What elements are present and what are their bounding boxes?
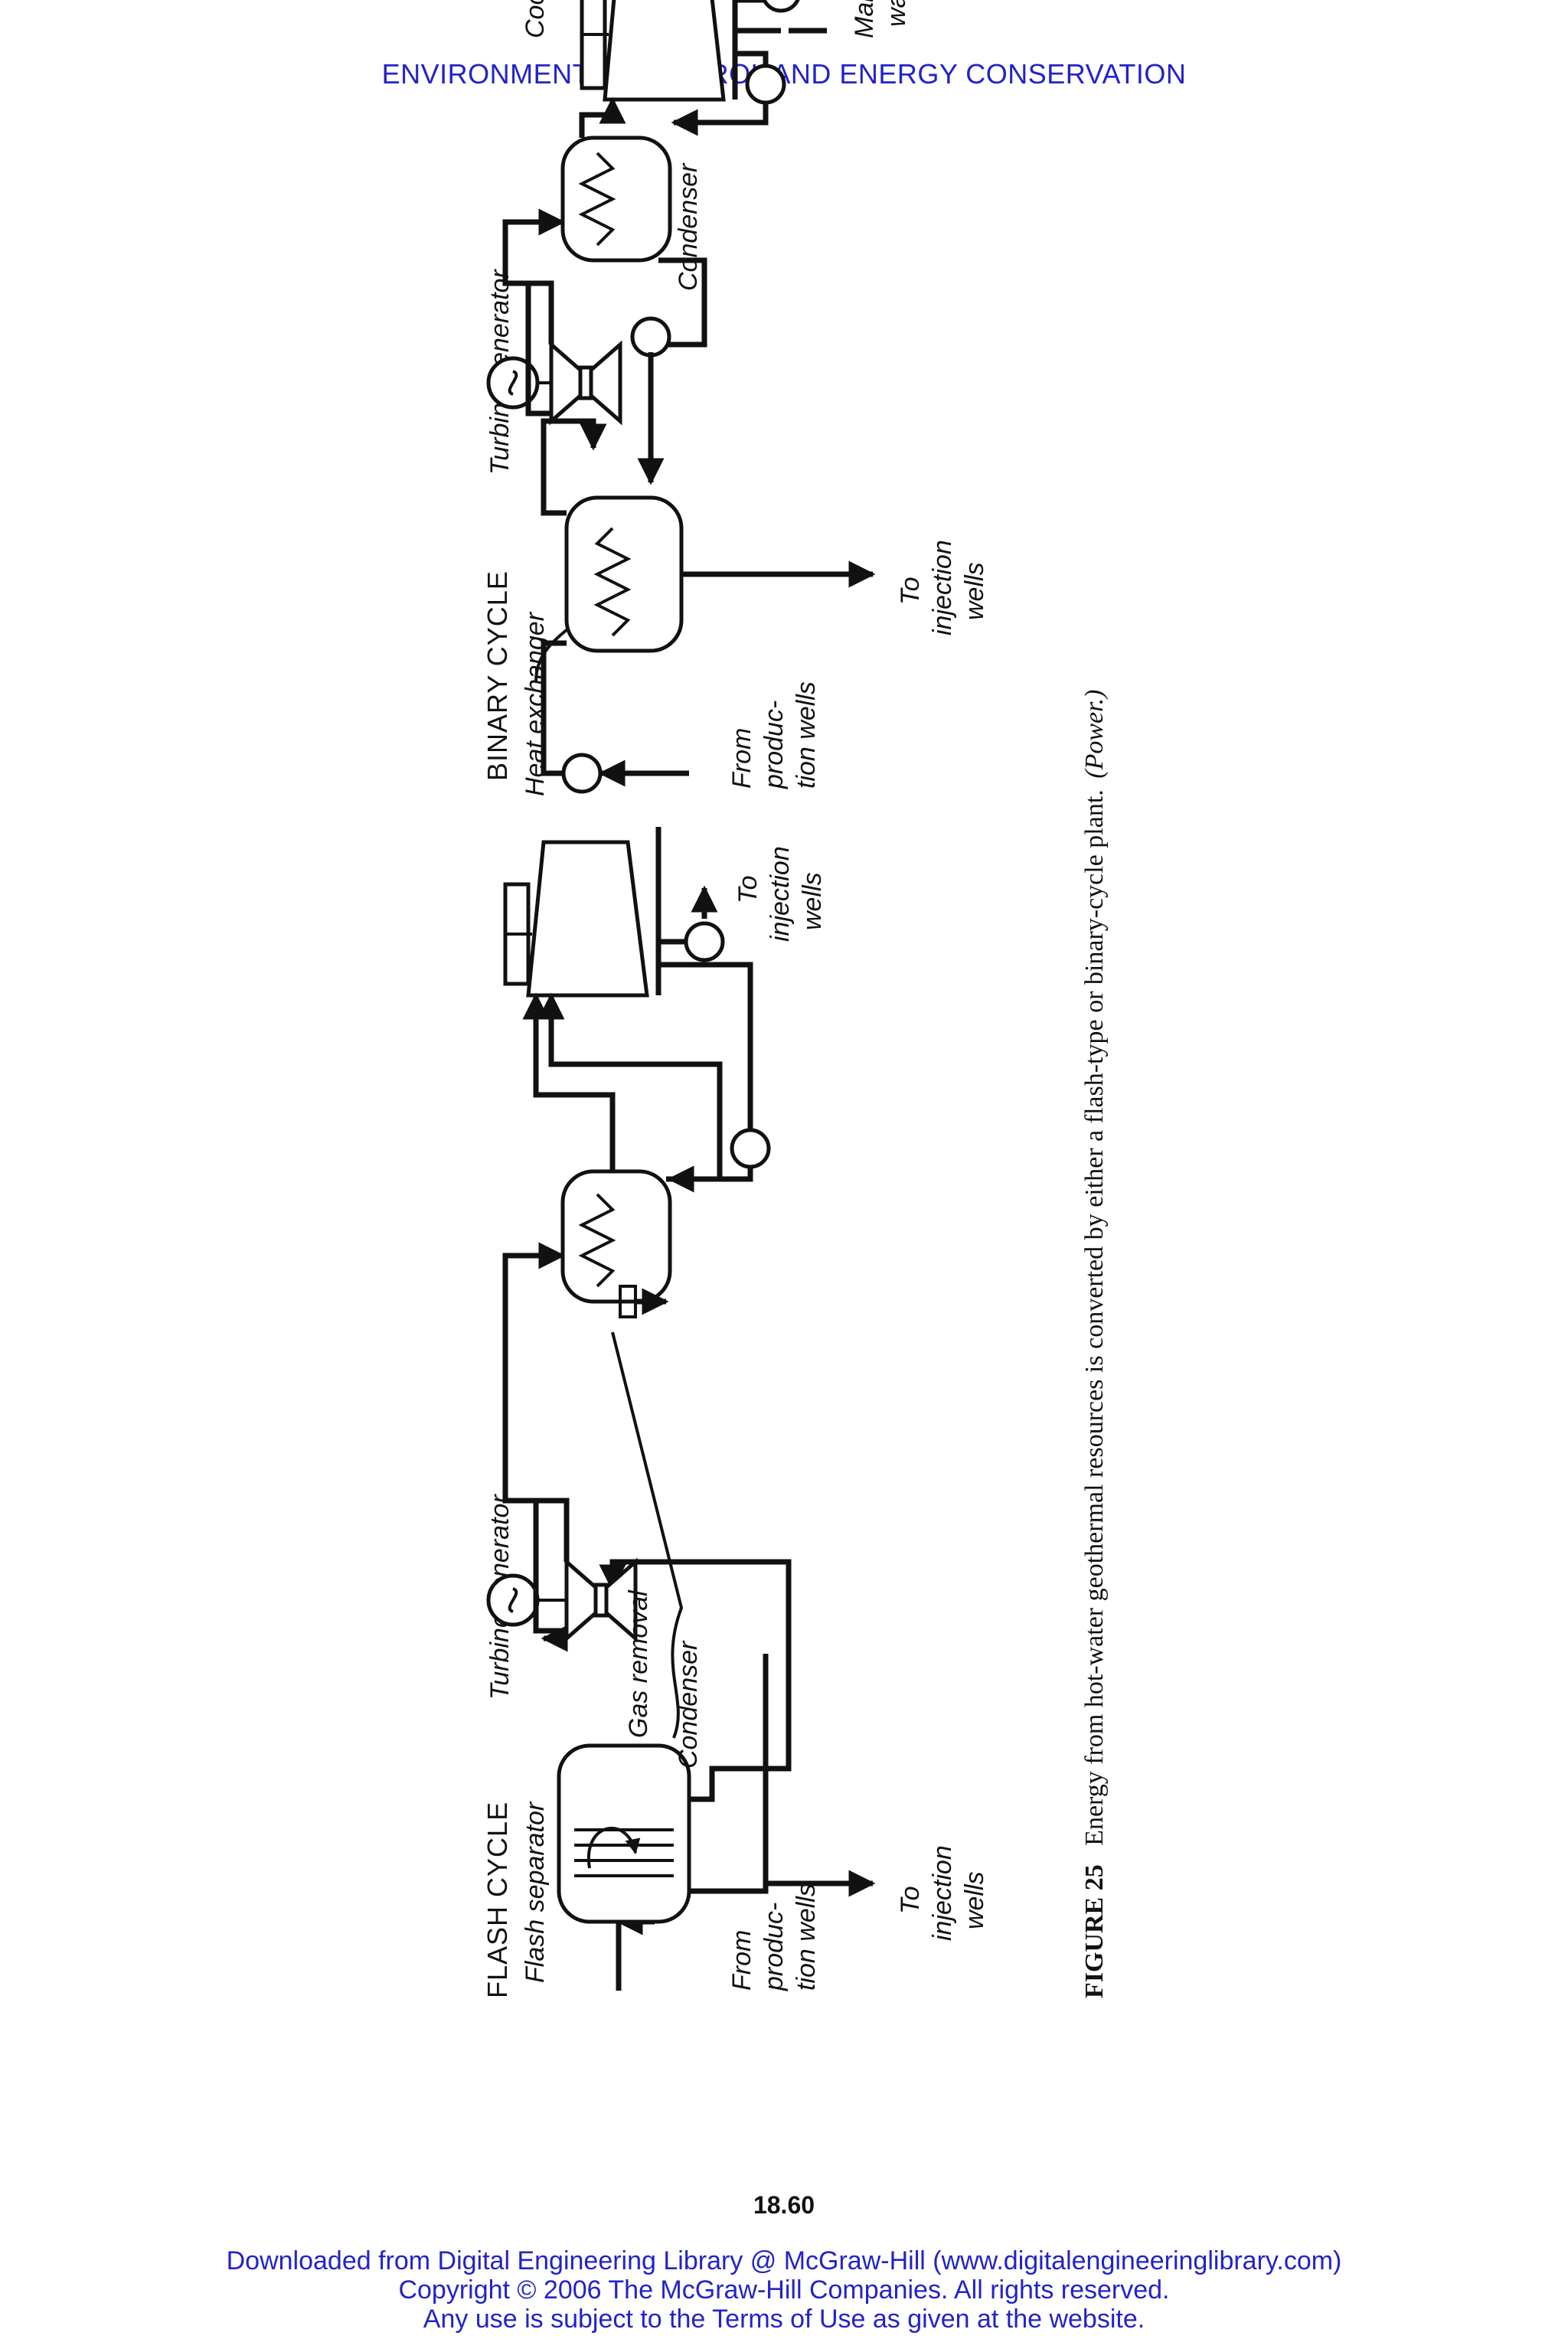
flash-to-wells-top-line2: injection	[766, 846, 795, 942]
flash-separator	[557, 1743, 691, 1924]
flash-separator-label: Flash separator	[521, 1801, 550, 1983]
figure-25: FLASH CYCLE Flash separator From produc-…	[429, 0, 1194, 2098]
flash-gas-removal-label: Gas removal	[624, 1589, 653, 1738]
flash-steam-pipe	[599, 1559, 792, 1802]
flash-condenser-vessel	[560, 1169, 672, 1304]
page-number: 18.60	[753, 2191, 815, 2219]
binary-to-wells-bottom-line2: injection	[928, 540, 957, 635]
binary-to-wells-bottom-line3: wells	[960, 562, 989, 620]
binary-condenser-to-tower	[579, 96, 626, 138]
figure-caption: FIGURE 25 Energy from hot-water geotherm…	[1080, 690, 1109, 1998]
flash-to-wells-bottom-line1: To	[896, 1886, 925, 1914]
footer-line-2: Copyright © 2006 The McGraw-Hill Compani…	[398, 2275, 1170, 2305]
heat-exchanger-vessel	[564, 495, 684, 653]
flash-tower-pump-icon	[684, 921, 725, 962]
flash-condenser	[560, 1169, 672, 1304]
binary-cooling-tower-body	[603, 0, 726, 102]
binary-tower-pump-icon	[760, 0, 802, 13]
flash-to-wells-bottom-line2: injection	[928, 1845, 957, 1941]
caption-text: Energy from hot-water geothermal resourc…	[1080, 789, 1109, 1846]
binary-to-wells-bottom-line1: To	[896, 577, 925, 605]
flash-from-wells-line3: tion wells	[792, 1883, 821, 1991]
flash-pump-icon	[730, 1128, 771, 1169]
flash-cooling-tower-body	[526, 840, 649, 998]
cooling-tower-label: Cooling tower	[521, 0, 550, 38]
heat-exchanger	[564, 495, 684, 653]
flash-injection-pipe-bottom	[689, 1654, 769, 1894]
makeup-water-line1: Makeup	[850, 0, 879, 38]
rotated-figure-frame: FLASH CYCLE Flash separator From produc-…	[482, 0, 1109, 1998]
binary-cycle: BINARY CYCLE Heat exchanger From produc-…	[482, 0, 989, 796]
flash-tower-return	[658, 962, 753, 1193]
flash-cooling-tower	[503, 827, 662, 998]
geothermal-plant-diagram: FLASH CYCLE Flash separator From produc-…	[482, 0, 1109, 1998]
binary-production-pump-icon	[561, 753, 603, 794]
binary-from-wells-line3: tion wells	[792, 681, 821, 789]
binary-condenser	[560, 136, 672, 263]
binary-cooling-tower	[580, 0, 738, 102]
binary-from-wells-line2: produc-	[760, 701, 789, 789]
makeup-water-line2: water	[882, 0, 911, 27]
footer-line-1[interactable]: Downloaded from Digital Engineering Libr…	[226, 2246, 1342, 2275]
footer-line-3: Any use is subject to the Terms of Use a…	[423, 2305, 1145, 2334]
flash-turbine	[486, 1557, 638, 1643]
flash-to-wells-top-line1: To	[733, 875, 763, 903]
flash-from-wells-line2: produc-	[760, 1903, 789, 1991]
flash-to-wells-bottom-line3: wells	[960, 1871, 989, 1929]
gas-removal-valve-icon	[605, 1285, 637, 1318]
flash-exhaust-pipe	[502, 1242, 566, 1504]
binary-vapor-pipe	[541, 418, 607, 516]
caption-source: (Power.)	[1080, 690, 1109, 779]
flash-condenser-to-tower	[522, 992, 616, 1171]
binary-condenser-vessel	[560, 136, 672, 263]
binary-cycle-title: BINARY CYCLE	[482, 570, 513, 781]
flash-from-wells-line1: From	[727, 1930, 756, 1991]
binary-feed-pump-icon	[630, 316, 671, 358]
flash-turbine-bypass	[533, 1498, 570, 1634]
flash-to-wells-top-line3: wells	[798, 872, 827, 930]
binary-condenser-label: Condenser	[674, 162, 703, 291]
binary-cooling-pump-icon	[745, 64, 786, 105]
caption-label: FIGURE 25	[1080, 1864, 1109, 1998]
binary-production-pipe	[541, 640, 567, 776]
flash-cycle-title: FLASH CYCLE	[482, 1802, 513, 1998]
binary-turbine	[486, 340, 622, 426]
svg-text:FIGURE 25 Energy fro: FIGURE 25 Energy from hot-water geotherm…	[1080, 690, 1109, 1998]
footer: Downloaded from Digital Engineering Libr…	[0, 2246, 1568, 2334]
flash-cycle: FLASH CYCLE Flash separator From produc-…	[482, 827, 989, 1998]
binary-exhaust-pipe	[502, 208, 566, 286]
binary-from-wells-line1: From	[727, 728, 756, 789]
